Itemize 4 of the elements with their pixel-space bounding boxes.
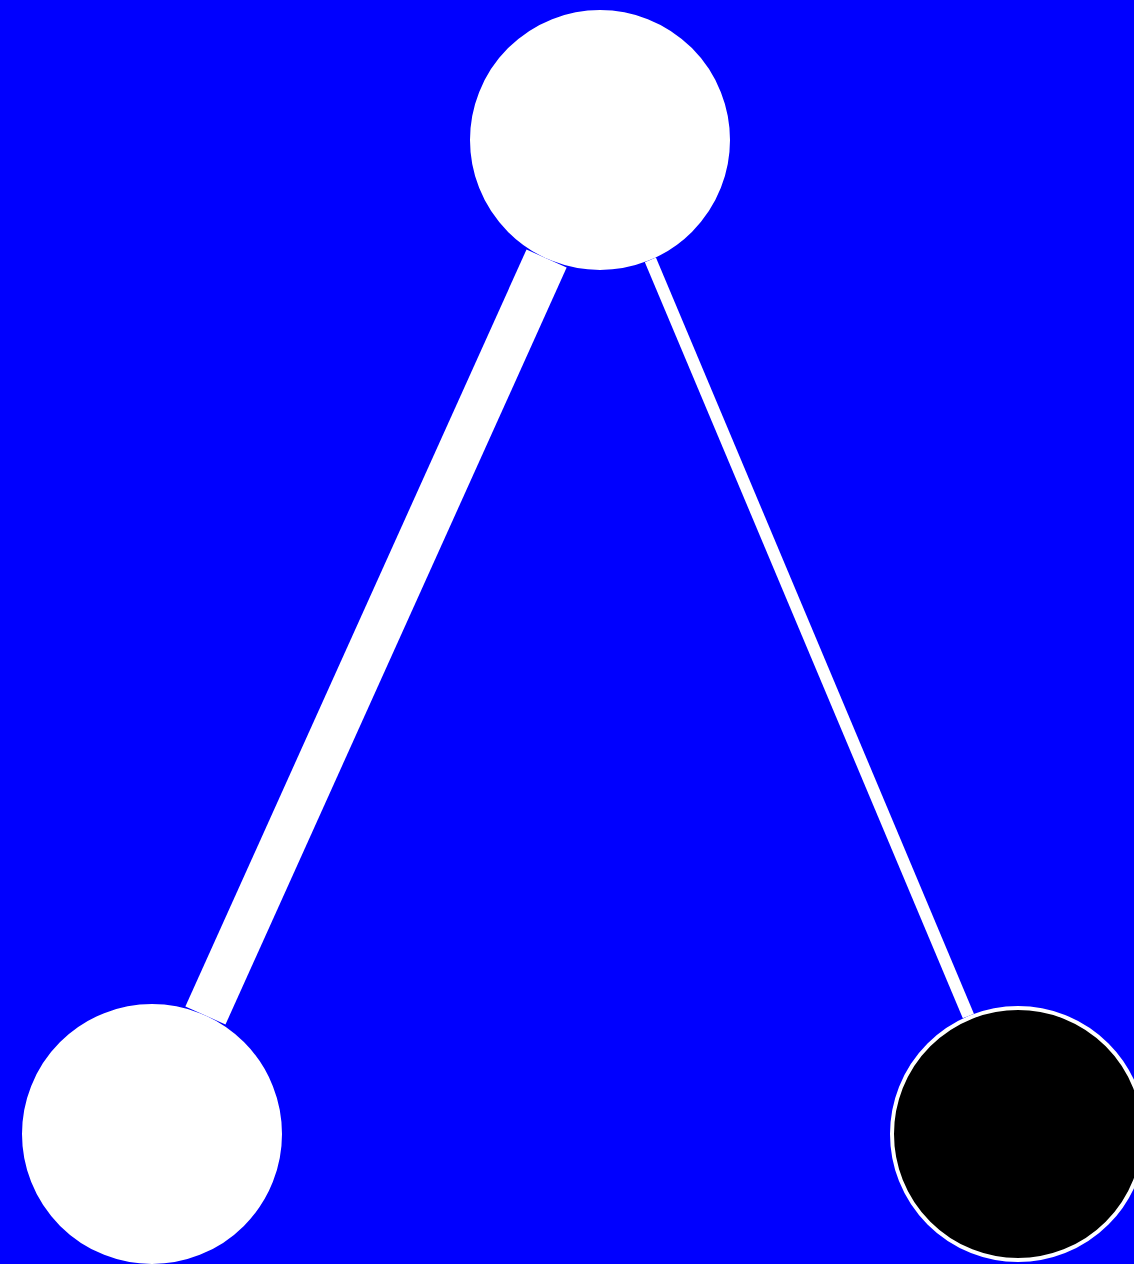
connector-line (644, 257, 974, 1019)
circle-node (22, 1004, 282, 1264)
circle-node (470, 10, 730, 270)
connector-line (185, 249, 567, 1025)
